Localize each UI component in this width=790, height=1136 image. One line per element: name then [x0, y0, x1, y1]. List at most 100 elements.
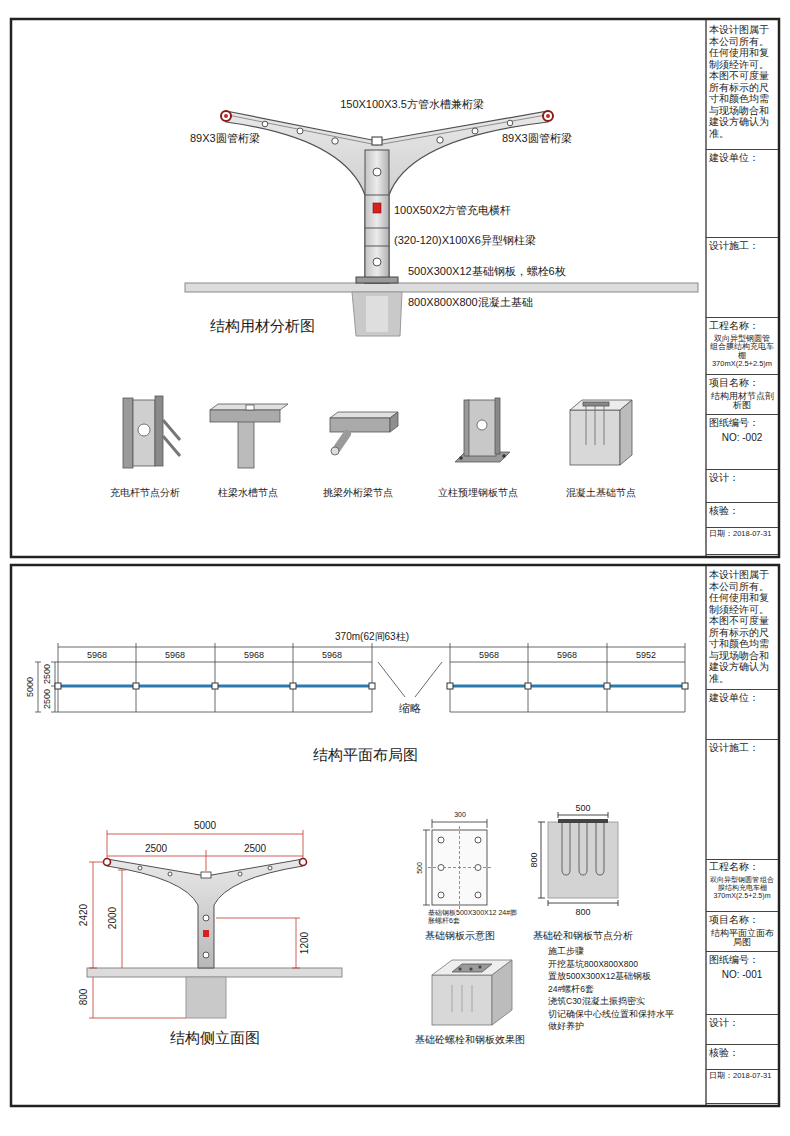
plan-dimension-line — [51, 662, 58, 663]
steel-frame — [373, 203, 381, 213]
plan-dimension-line — [51, 712, 58, 713]
steel-frame — [107, 859, 303, 968]
elevation-dimension-line — [107, 856, 303, 857]
detail-icon — [468, 400, 496, 456]
foundation-cube — [432, 960, 512, 1025]
steel-frame — [507, 120, 513, 126]
detail-icon — [586, 404, 587, 445]
detail-icon — [604, 404, 605, 445]
detail-caption: 立柱预埋钢板节点 — [438, 487, 518, 499]
cell-heading: 设计施工： — [709, 742, 775, 754]
sheet-frame — [11, 19, 779, 557]
part-label: (320-120)X100X6异型钢柱梁 — [394, 234, 536, 247]
plan-dimension-line — [215, 643, 216, 712]
round-tube-end — [221, 111, 553, 121]
plan-dimension-line — [38, 662, 39, 712]
detail-caption: 基础钢板示意图 — [425, 930, 495, 942]
detail-icon — [464, 400, 469, 456]
foundation-cube — [470, 968, 473, 971]
note-text: 开挖基坑800X800X800 — [548, 960, 638, 970]
base-plate-diagram — [475, 837, 481, 843]
note-text: 浇筑C30混凝土振捣密实 — [548, 997, 645, 1007]
foundation-cube — [459, 968, 462, 971]
title-block-cell: 工程名称： 双向异型钢圆管 组合膜结构充电车棚 370mX(2.5+2.5)m — [706, 318, 778, 375]
detail-caption: 基础砼螺栓和钢板效果图 — [415, 1034, 525, 1046]
cell-heading: 工程名称： — [709, 320, 775, 332]
foundation-cube — [432, 975, 492, 1025]
dimension-text: 800 — [78, 989, 90, 1006]
elevation-dimension-line — [216, 918, 300, 919]
steel-frame — [203, 930, 209, 937]
plan-dimension-line — [450, 662, 685, 663]
cell-heading: 建设单位： — [709, 152, 775, 164]
detail-caption: 挑梁外桁梁节点 — [323, 487, 393, 499]
foundation-cube — [462, 985, 463, 1012]
foundation-section — [608, 812, 609, 818]
cell-value: 双向异型钢圆管 组合膜结构充电车棚 370mX(2.5+2.5)m — [709, 335, 775, 370]
foundation-section — [548, 822, 618, 898]
detail-icon — [163, 436, 180, 456]
sheet-frame — [11, 565, 779, 1106]
detail-icon — [210, 404, 288, 410]
elevation-dimension-line — [303, 830, 304, 858]
steel-frame — [365, 228, 389, 229]
plan-dimension-line — [293, 643, 294, 712]
steel-frame — [138, 866, 142, 870]
dimension-text: 300 — [454, 811, 466, 819]
ground-slab — [87, 968, 342, 977]
foundation-section — [538, 812, 618, 906]
detail-icon — [330, 418, 390, 432]
foundation-cube — [452, 964, 492, 972]
drawing-title: 结构侧立面图 — [170, 1029, 260, 1046]
dimension-text: 5968 — [87, 650, 107, 660]
round-tube-end — [221, 111, 231, 121]
column-mark — [55, 683, 688, 689]
note-text: 切记确保中心线位置和保持水平 — [548, 1010, 674, 1020]
part-label: 800X800X800混凝土基础 — [408, 296, 533, 309]
title-block-cell: 核验： — [706, 1045, 778, 1070]
dimension-text: 5968 — [165, 650, 185, 660]
steel-frame — [300, 859, 307, 866]
detail-caption: 基础砼和钢板节点分析 — [533, 930, 633, 942]
detail-caption: 柱梁水槽节点 — [218, 487, 278, 499]
column-mark — [212, 683, 218, 689]
ground-slab — [185, 283, 698, 292]
column-mark — [682, 683, 688, 689]
column-mark — [447, 683, 453, 689]
dimension-text: 800 — [575, 907, 590, 917]
detail-icon — [238, 420, 254, 468]
base-plate-diagram — [432, 819, 433, 828]
dimension-text: 5000 — [25, 677, 35, 697]
steel-frame — [104, 859, 111, 866]
column-mark — [604, 683, 610, 689]
foundation-section — [538, 822, 545, 823]
dimension-text: 370m(62间63柱) — [335, 631, 409, 643]
round-tube-end — [546, 114, 550, 118]
detail-icon — [138, 424, 150, 436]
dimension-text: 800 — [529, 852, 539, 867]
elevation-dimension-line — [89, 862, 104, 863]
dimension-text: 500 — [575, 803, 590, 813]
foundation-cube — [492, 960, 512, 1025]
title-block-cell: 设计： — [706, 1015, 778, 1045]
cell-heading: 设计施工： — [709, 240, 775, 252]
part-label: 100X50X2方管充电横杆 — [394, 204, 511, 217]
title-block-cell: 项目名称：结构用材节点剖析图 — [706, 375, 778, 415]
sheet-frame — [11, 19, 779, 1106]
dimension-text: 2500 — [42, 664, 52, 684]
detail-icon — [502, 454, 505, 457]
ground-slab — [186, 977, 226, 1018]
ground-slab — [87, 968, 342, 1018]
plan-dimension-line — [607, 643, 608, 712]
base-plate-diagram — [423, 905, 430, 906]
dimension-text: 5952 — [636, 650, 656, 660]
break-mark: 缩略 — [399, 702, 421, 715]
column-mark — [290, 683, 296, 689]
plan-dimension-line — [58, 712, 372, 713]
column-mark — [369, 683, 375, 689]
cell-value: 结构平面立面布局图 — [709, 929, 775, 949]
base-plate-diagram — [423, 819, 491, 909]
steel-frame — [373, 258, 381, 266]
